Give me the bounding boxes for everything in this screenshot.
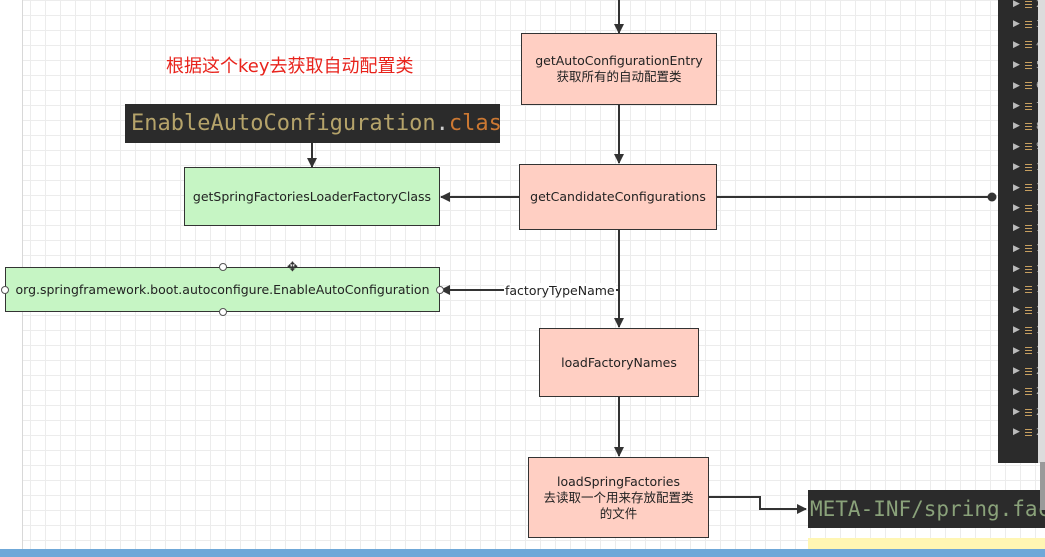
file-list-icon [1025,20,1032,28]
file-tree-panel: ▶2▶3▶4▶5▶6▶7▶8▶9▶1▶1▶1▶1▶1▶1▶1▶1▶1▶1▶2▶2… [998,0,1045,463]
file-tree-scrollbar[interactable] [1038,0,1045,463]
file-list-icon [1025,122,1032,130]
file-list-icon [1025,388,1032,396]
file-tree-scroll-thumb[interactable] [1040,462,1045,510]
expand-triangle-icon[interactable]: ▶ [1013,203,1020,213]
expand-triangle-icon[interactable]: ▶ [1013,80,1020,91]
file-list-icon [1025,408,1032,416]
file-list-icon [1025,204,1032,212]
expand-triangle-icon[interactable]: ▶ [1013,325,1020,336]
window-bottom-bar [0,549,1045,557]
node-subtitle: 去读取一个用来存放配置类 [543,489,694,505]
file-list-icon [1025,306,1032,314]
node-load-factory-names[interactable]: loadFactoryNames [539,328,699,397]
file-list-icon [1025,224,1032,232]
code-class-name: EnableAutoConfiguration [131,111,436,136]
file-list-icon [1025,61,1032,69]
expand-triangle-icon[interactable]: ▶ [1013,407,1020,417]
node-subtitle-2: 的文件 [599,505,638,521]
node-title: getCandidateConfigurations [530,189,706,204]
expand-triangle-icon[interactable]: ▶ [1013,60,1020,71]
file-list-icon [1025,245,1032,253]
expand-triangle-icon[interactable]: ▶ [1013,19,1020,30]
expand-triangle-icon[interactable]: ▶ [1013,141,1020,152]
code-snippet-enable-auto-configuration: EnableAutoConfiguration.class [125,104,500,143]
expand-triangle-icon[interactable]: ▶ [1013,101,1020,111]
move-cursor-icon: ✥ [287,260,298,275]
edge-right-endpoint [987,192,997,202]
file-list-icon [1025,326,1032,334]
code-keyword: class [448,111,500,136]
file-list-icon [1025,0,1032,8]
node-load-spring-factories[interactable]: loadSpringFactories 去读取一个用来存放配置类 的文件 [528,457,709,538]
node-title: org.springframework.boot.autoconfigure.E… [15,281,430,297]
expand-triangle-icon[interactable]: ▶ [1013,243,1020,254]
expand-triangle-icon[interactable]: ▶ [1013,223,1020,234]
node-title: getSpringFactoriesLoaderFactoryClass [192,188,432,204]
file-list-icon [1025,184,1032,192]
code-snippet-meta-inf: META-INF/spring.fac [808,490,1045,528]
selection-handle-right[interactable] [436,286,444,294]
node-title: getAutoConfigurationEntry [535,53,703,68]
expand-triangle-icon[interactable]: ▶ [1013,264,1020,275]
node-get-spring-factories-loader-factory-class[interactable]: getSpringFactoriesLoaderFactoryClass [184,167,440,226]
file-list-icon [1025,286,1032,294]
node-get-candidate-configurations[interactable]: getCandidateConfigurations [519,164,717,230]
expand-triangle-icon[interactable]: ▶ [1013,162,1020,173]
edge-load-factories-to-meta-inf [709,496,807,514]
expand-triangle-icon[interactable]: ▶ [1013,305,1020,315]
file-list-icon [1025,265,1032,273]
node-title: loadSpringFactories [557,473,680,489]
file-list-icon [1025,163,1032,171]
expand-triangle-icon[interactable]: ▶ [1013,284,1020,295]
expand-triangle-icon[interactable]: ▶ [1013,0,1020,9]
code-dot: . [435,111,449,136]
file-list-icon [1025,367,1032,375]
file-list-icon [1025,82,1032,90]
expand-triangle-icon[interactable]: ▶ [1013,386,1020,397]
expand-triangle-icon[interactable]: ▶ [1013,39,1020,50]
node-get-auto-configuration-entry[interactable]: getAutoConfigurationEntry 获取所有的自动配置类 [521,33,717,105]
edge-label-factory-type-name: factoryTypeName [504,283,616,298]
file-list-icon [1025,428,1032,436]
selection-handle-bottom[interactable] [219,308,227,316]
node-title: loadFactoryNames [561,354,677,370]
expand-triangle-icon[interactable]: ▶ [1013,366,1020,377]
expand-triangle-icon[interactable]: ▶ [1013,121,1020,132]
expand-triangle-icon[interactable]: ▶ [1013,345,1020,356]
file-list-icon [1025,347,1032,355]
expand-triangle-icon[interactable]: ▶ [1013,427,1020,438]
node-enable-auto-configuration-fqn[interactable]: org.springframework.boot.autoconfigure.E… [5,267,440,312]
expand-triangle-icon[interactable]: ▶ [1013,182,1020,193]
annotation-note: 根据这个key去获取自动配置类 [166,56,414,77]
node-subtitle: 获取所有的自动配置类 [556,69,682,84]
file-list-icon [1025,143,1032,151]
selection-handle-top[interactable] [219,263,227,271]
code-path: META-INF/spring.fac [810,497,1045,521]
file-list-icon [1025,41,1032,49]
file-list-icon [1025,102,1032,110]
selection-handle-left[interactable] [1,286,9,294]
